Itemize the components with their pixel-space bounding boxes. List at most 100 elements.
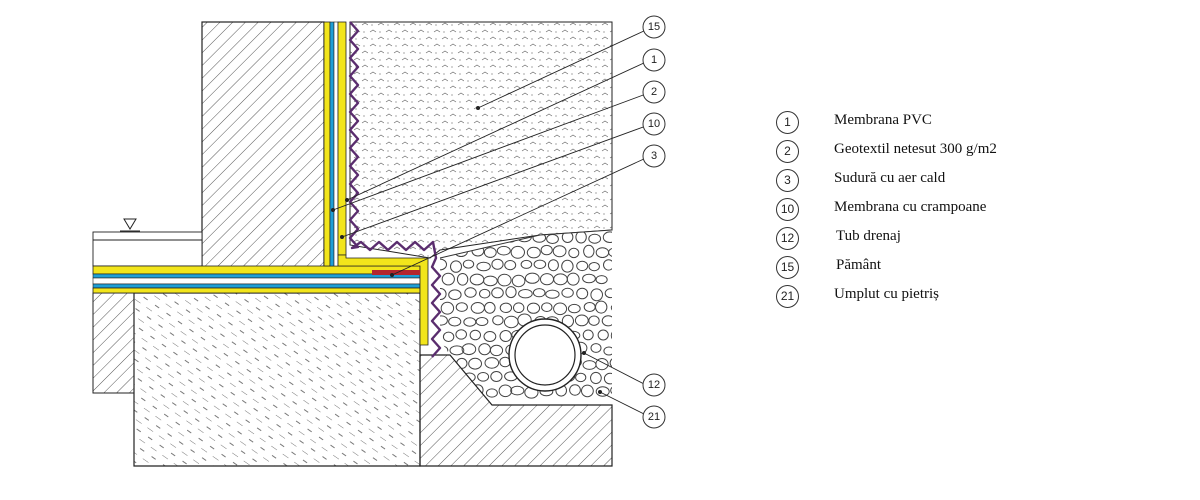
gravel-stone (477, 372, 490, 382)
legend-label: Geotextil netesut 300 g/m2 (834, 141, 997, 157)
gravel-stone (603, 346, 612, 356)
callout-21: 21 (642, 405, 666, 429)
svg-text:2: 2 (651, 86, 657, 98)
gravel-stone (602, 231, 612, 243)
gravel-stone (532, 288, 546, 298)
gravel-stone (469, 329, 481, 341)
gravel-stone (492, 315, 504, 326)
water-level-icon (123, 218, 137, 230)
left-block (92, 292, 135, 394)
legend-label: Sudură cu aer cald (834, 170, 946, 186)
gravel-stone (475, 317, 489, 326)
soil-backfill (349, 21, 613, 259)
legend-label: Umplut cu pietriș (834, 286, 939, 302)
legend-label: Membrana cu crampoane (834, 199, 987, 215)
floor-zone (92, 231, 203, 267)
gravel-stone (455, 302, 468, 312)
legend-label: Membrana PVC (834, 112, 932, 128)
legend: 1 Membrana PVC 2 Geotextil netesut 300 g… (776, 108, 1106, 311)
legend-number: 2 (776, 140, 799, 163)
gravel-stone (510, 245, 525, 259)
legend-item: 21 Umplut cu pietriș (776, 282, 1106, 311)
svg-text:3: 3 (651, 150, 657, 162)
legend-number: 21 (776, 285, 799, 308)
gravel-stone (440, 315, 448, 326)
callout-12: 12 (642, 373, 666, 397)
gravel-stone (533, 259, 547, 269)
gravel-stone (455, 329, 468, 340)
gravel-stone (595, 358, 609, 371)
weld-seam (372, 270, 420, 275)
gravel-stone (595, 300, 608, 314)
svg-text:10: 10 (648, 118, 660, 130)
drainage-pipe (508, 318, 582, 392)
gravel-stone (513, 302, 525, 314)
gravel-stone (505, 286, 517, 299)
gravel-stone (610, 385, 612, 396)
gravel-stone (567, 303, 581, 314)
gravel-stone (449, 345, 465, 356)
gravel-stone (574, 314, 589, 327)
gravel-stone (499, 302, 513, 313)
gravel-stone (520, 259, 533, 269)
legend-label: Tub drenaj (836, 228, 901, 244)
gravel-stone (504, 260, 517, 271)
gravel-stone (569, 384, 581, 396)
gravel-stone (588, 233, 602, 244)
lean-concrete (419, 354, 613, 467)
legend-item: 1 Membrana PVC (776, 108, 1106, 137)
gravel-stone (496, 245, 511, 256)
gravel-stone (609, 356, 612, 369)
legend-number: 12 (776, 227, 799, 250)
gravel-stone (485, 388, 498, 398)
gravel-stone (581, 384, 594, 398)
gravel-stone (561, 259, 574, 273)
gravel-stone (440, 288, 447, 300)
waterproofing-section-drawing: 15 1 2 10 3 12 21 (92, 15, 666, 467)
gravel-stone (610, 329, 612, 342)
svg-text:12: 12 (648, 379, 660, 391)
studded-membrane (348, 21, 442, 358)
gravel-stone (524, 272, 540, 284)
gravel-stone (608, 247, 612, 258)
gravel-stone (590, 371, 602, 385)
gravel-stone (590, 288, 604, 302)
legend-item: 12 Tub drenaj (776, 224, 1106, 253)
gravel-stone (576, 260, 589, 272)
gravel-stone (510, 385, 525, 396)
gravel-stone (462, 259, 475, 269)
legend-label: Pământ (836, 257, 881, 273)
legend-number: 15 (776, 256, 799, 279)
gravel-stone (499, 330, 512, 342)
svg-text:15: 15 (648, 21, 660, 33)
legend-number: 3 (776, 169, 799, 192)
gravel-stone (497, 273, 512, 287)
gravel-stone (483, 247, 497, 258)
gravel-stone (566, 272, 580, 286)
foundation-slab (133, 292, 421, 467)
gravel-stone (483, 331, 497, 342)
callout-1: 1 (642, 48, 666, 72)
gravel-stone (613, 275, 623, 285)
gravel-stone (441, 272, 455, 286)
gravel-stone (588, 315, 600, 326)
gravel-stone (484, 301, 496, 314)
legend-item: 2 Geotextil netesut 300 g/m2 (776, 137, 1106, 166)
gravel-stone (490, 371, 503, 382)
gravel-stone (604, 288, 612, 299)
gravel-stone (484, 357, 500, 369)
gravel-stone (568, 247, 580, 259)
gravel-stone (518, 289, 533, 299)
gravel-stone (491, 287, 504, 299)
gravel-stone (526, 246, 541, 259)
gravel-stone (511, 274, 526, 288)
leader-lines (332, 29, 647, 416)
gravel-stone (603, 259, 612, 271)
gravel-stone (448, 316, 462, 327)
legend-item: 15 Pământ (776, 253, 1106, 282)
gravel-stone (595, 275, 608, 285)
gravel-stone (526, 302, 541, 314)
vertical-layers (323, 21, 429, 346)
gravel-stone (582, 329, 594, 341)
gravel-stone (561, 287, 574, 298)
